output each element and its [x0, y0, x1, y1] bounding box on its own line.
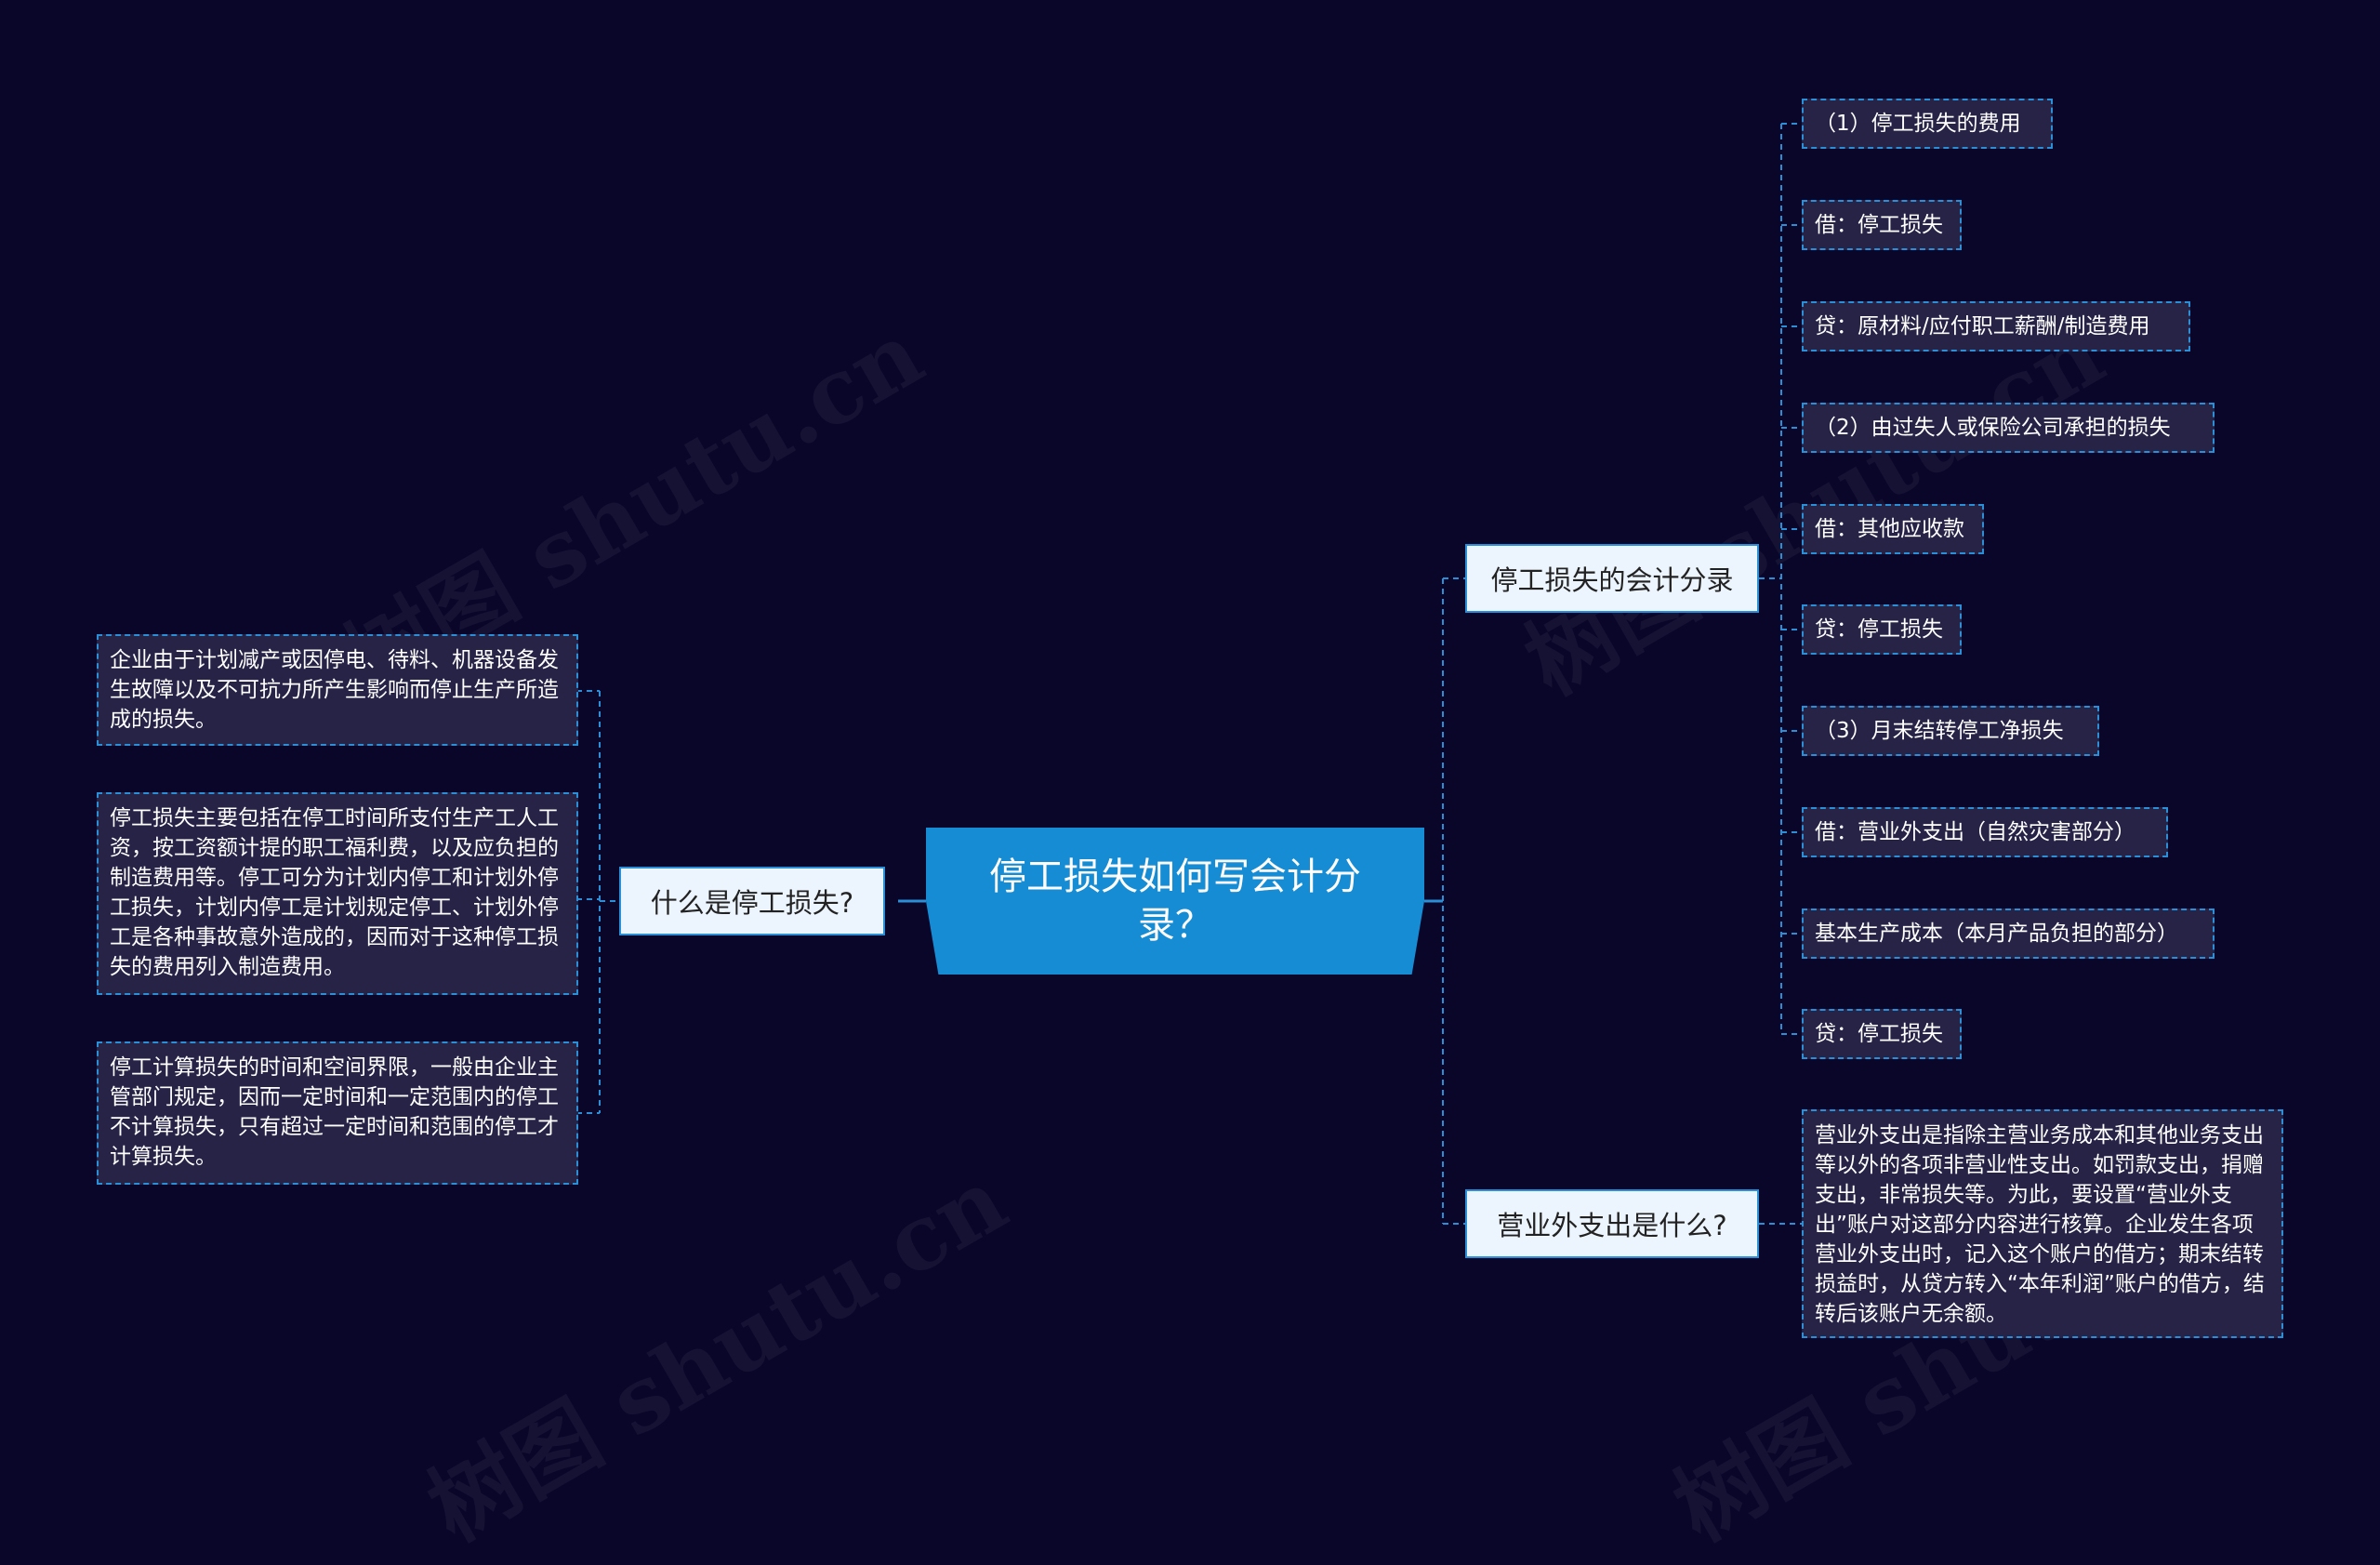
- leaf-entry-2[interactable]: 借：停工损失: [1802, 200, 1962, 250]
- topic-accounting-entries[interactable]: 停工损失的会计分录: [1465, 544, 1759, 613]
- connector-lines: [576, 123, 1802, 1225]
- topic-what-is-shutdown-loss[interactable]: 什么是停工损失?: [619, 867, 885, 935]
- leaf-entry-6[interactable]: 贷：停工损失: [1802, 604, 1962, 655]
- leaf-entry-4[interactable]: （2）由过失人或保险公司承担的损失: [1802, 403, 2215, 453]
- leaf-non-operating-expense-definition[interactable]: 营业外支出是指除主营业务成本和其他业务支出等以外的各项非营业性支出。如罚款支出，…: [1802, 1109, 2283, 1338]
- leaf-entry-10[interactable]: 贷：停工损失: [1802, 1009, 1962, 1059]
- leaf-entry-8[interactable]: 借：营业外支出（自然灾害部分）: [1802, 807, 2168, 857]
- root-title: 停工损失如何写会计分录？: [989, 855, 1361, 947]
- leaf-entry-1[interactable]: （1）停工损失的费用: [1802, 99, 2053, 149]
- mindmap-canvas: 树图 shutu.cn 树图 shutu.cn 树图 shutu.cn 树图 s…: [97, 99, 2283, 1561]
- leaf-left-content[interactable]: 停工损失主要包括在停工时间所支付生产工人工资，按工资额计提的职工福利费，以及应负…: [97, 792, 578, 995]
- leaf-entry-9[interactable]: 基本生产成本（本月产品负担的部分）: [1802, 908, 2215, 959]
- leaf-left-boundary[interactable]: 停工计算损失的时间和空间界限，一般由企业主管部门规定，因而一定时间和一定范围内的…: [97, 1041, 578, 1185]
- leaf-entry-7[interactable]: （3）月末结转停工净损失: [1802, 706, 2099, 756]
- leaf-entry-5[interactable]: 借：其他应收款: [1802, 504, 1984, 554]
- leaf-left-definition[interactable]: 企业由于计划减产或因停电、待料、机器设备发生故障以及不可抗力所产生影响而停止生产…: [97, 634, 578, 746]
- leaf-entry-3[interactable]: 贷：原材料/应付职工薪酬/制造费用: [1802, 301, 2190, 351]
- root-node[interactable]: 停工损失如何写会计分录？: [926, 828, 1424, 975]
- topic-non-operating-expense[interactable]: 营业外支出是什么?: [1465, 1189, 1759, 1258]
